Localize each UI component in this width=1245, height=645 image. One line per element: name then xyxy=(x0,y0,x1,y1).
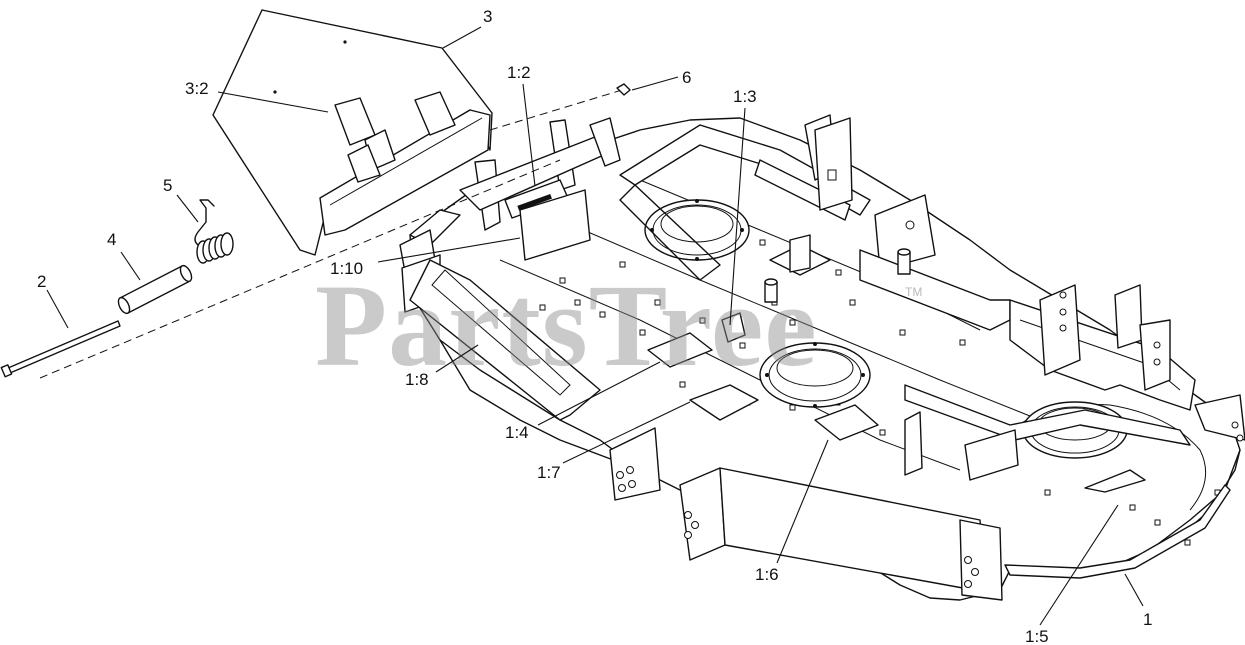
callout-1-10: 1:10 xyxy=(330,259,363,278)
front-right-chute xyxy=(1084,394,1245,493)
hinge-axis-line xyxy=(39,159,561,379)
spacer-tube-4 xyxy=(117,264,193,315)
watermark-trademark: TM xyxy=(905,285,922,299)
decal-1-3 xyxy=(721,312,746,343)
leader-lines xyxy=(46,26,1144,626)
decal-1-6 xyxy=(814,404,879,441)
callout-1-7: 1:7 xyxy=(537,463,561,482)
locknut-6 xyxy=(616,83,631,96)
locknut-axis-line xyxy=(489,89,623,131)
spindle-opening-center xyxy=(759,342,871,408)
callout-3: 3 xyxy=(483,7,492,26)
callout-1-2: 1:2 xyxy=(507,63,531,82)
upright-bracket-rear-right xyxy=(804,114,853,211)
deflector-hinge-3-2 xyxy=(319,91,491,236)
callout-4: 4 xyxy=(107,230,116,249)
spindle-opening-rear xyxy=(644,199,750,261)
front-u-bar xyxy=(904,384,1191,481)
rear-mounting-bracket xyxy=(409,117,621,246)
callout-1-8: 1:8 xyxy=(405,370,429,389)
decal-1-10 xyxy=(519,189,591,261)
spring-post-center xyxy=(764,234,911,303)
hinge-pin-2 xyxy=(0,320,121,378)
callout-1-4: 1:4 xyxy=(505,423,529,442)
front-trim-strip-1-5 xyxy=(1004,484,1231,579)
callout-3-2: 3:2 xyxy=(185,79,209,98)
torsion-spring-5 xyxy=(194,199,234,264)
callout-1-5: 1:5 xyxy=(1025,627,1049,645)
side-bracket-right xyxy=(874,194,936,271)
side-skirt-1-8 xyxy=(409,259,601,421)
front-baffle-left xyxy=(609,427,661,501)
callout-2: 2 xyxy=(37,272,46,291)
decal-1-4 xyxy=(647,332,713,368)
front-baffle-right xyxy=(679,467,1003,601)
decal-1-7 xyxy=(689,384,759,421)
watermark-text: PartsTree xyxy=(315,260,818,391)
callout-1: 1 xyxy=(1143,610,1152,629)
callout-1-3: 1:3 xyxy=(733,87,757,106)
callout-labels: 3 3:2 1:2 6 1:3 5 4 2 1:10 1:8 1:4 1:7 1… xyxy=(37,7,1152,645)
callout-5: 5 xyxy=(163,176,172,195)
callout-1-6: 1:6 xyxy=(755,565,779,584)
callout-6: 6 xyxy=(682,68,691,87)
